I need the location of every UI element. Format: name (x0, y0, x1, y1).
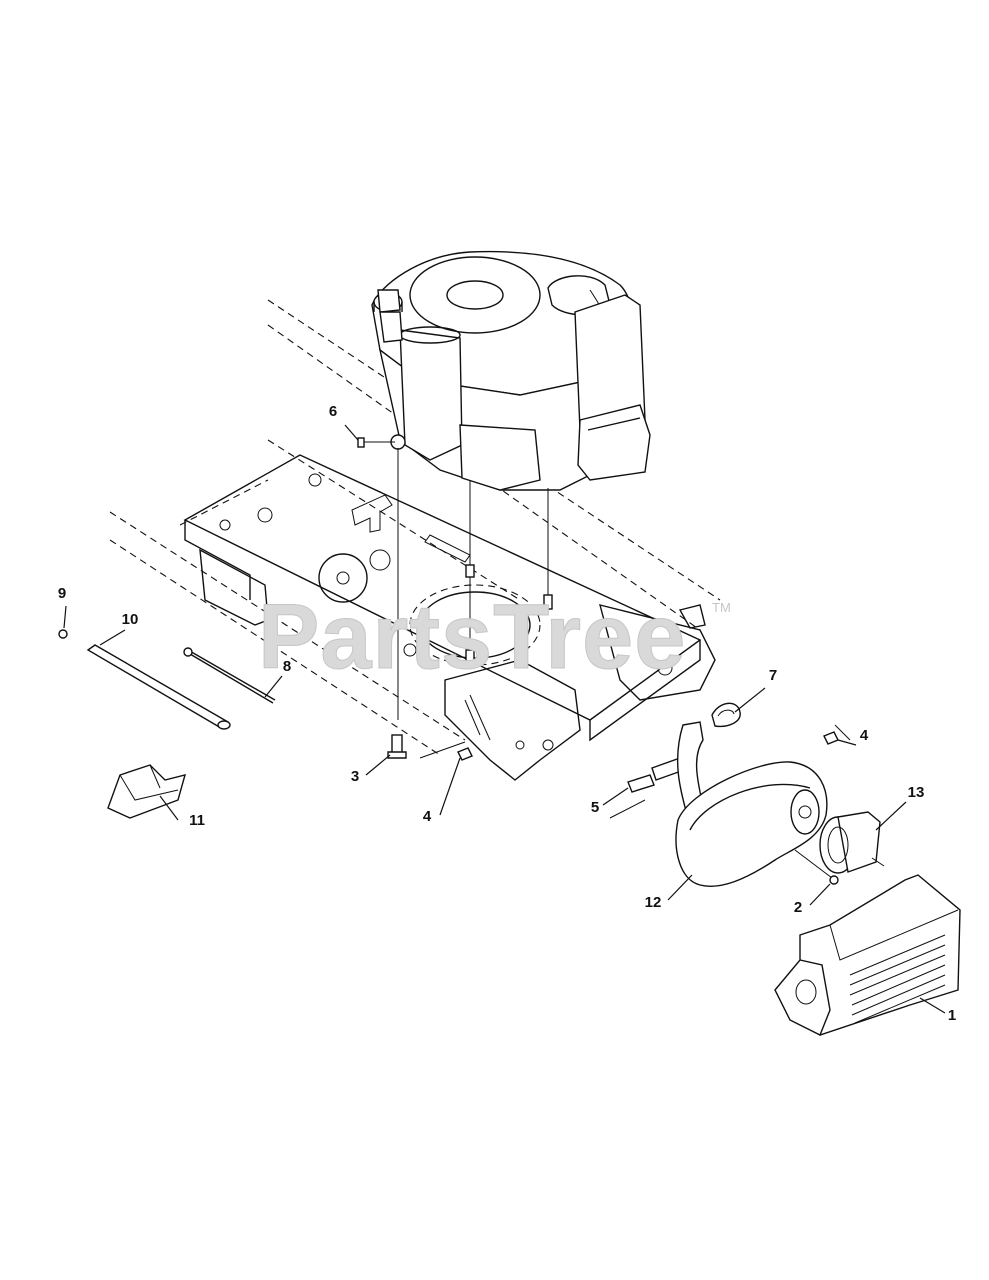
part-10-rod (86, 644, 231, 730)
part-9-washer (58, 629, 68, 639)
watermark: PartsTree TM (258, 586, 731, 689)
callout-11[interactable]: 11 (189, 812, 205, 829)
tractor-frame (109, 299, 721, 781)
callout-13[interactable]: 13 (908, 784, 925, 801)
part-1-heat-shield (774, 874, 961, 1036)
part-6-pin (357, 437, 395, 448)
heat-shield-slots (849, 934, 946, 1024)
part-4-nut-left (457, 747, 473, 761)
callout-8[interactable]: 8 (283, 658, 291, 675)
watermark-text: PartsTree (258, 586, 686, 688)
part-5-bolt (627, 757, 685, 793)
part-8-rod (183, 647, 276, 704)
callout-4a[interactable]: 4 (423, 808, 432, 825)
part-3-bolt (387, 734, 407, 759)
callout-12[interactable]: 12 (645, 894, 662, 911)
callout-10[interactable]: 10 (122, 611, 139, 628)
part-2-screw (829, 857, 885, 885)
part-4-nut-right (823, 731, 839, 745)
callout-4b[interactable]: 4 (860, 727, 869, 744)
callout-7[interactable]: 7 (769, 667, 777, 684)
part-12-muffler (675, 721, 828, 887)
part-13-deflector (819, 811, 881, 874)
callout-6[interactable]: 6 (329, 403, 337, 420)
callout-1[interactable]: 1 (948, 1007, 956, 1024)
callout-5[interactable]: 5 (591, 799, 599, 816)
part-11-bracket (107, 764, 186, 819)
callout-9[interactable]: 9 (58, 585, 66, 602)
callout-3[interactable]: 3 (351, 768, 359, 785)
engine (371, 250, 651, 491)
callout-leaders (63, 424, 946, 1014)
watermark-trademark: TM (712, 600, 731, 615)
callout-2[interactable]: 2 (794, 899, 802, 916)
part-7-gasket (711, 702, 741, 728)
engine-mount-studs (465, 564, 553, 665)
assembly-guide-lines (397, 448, 851, 879)
